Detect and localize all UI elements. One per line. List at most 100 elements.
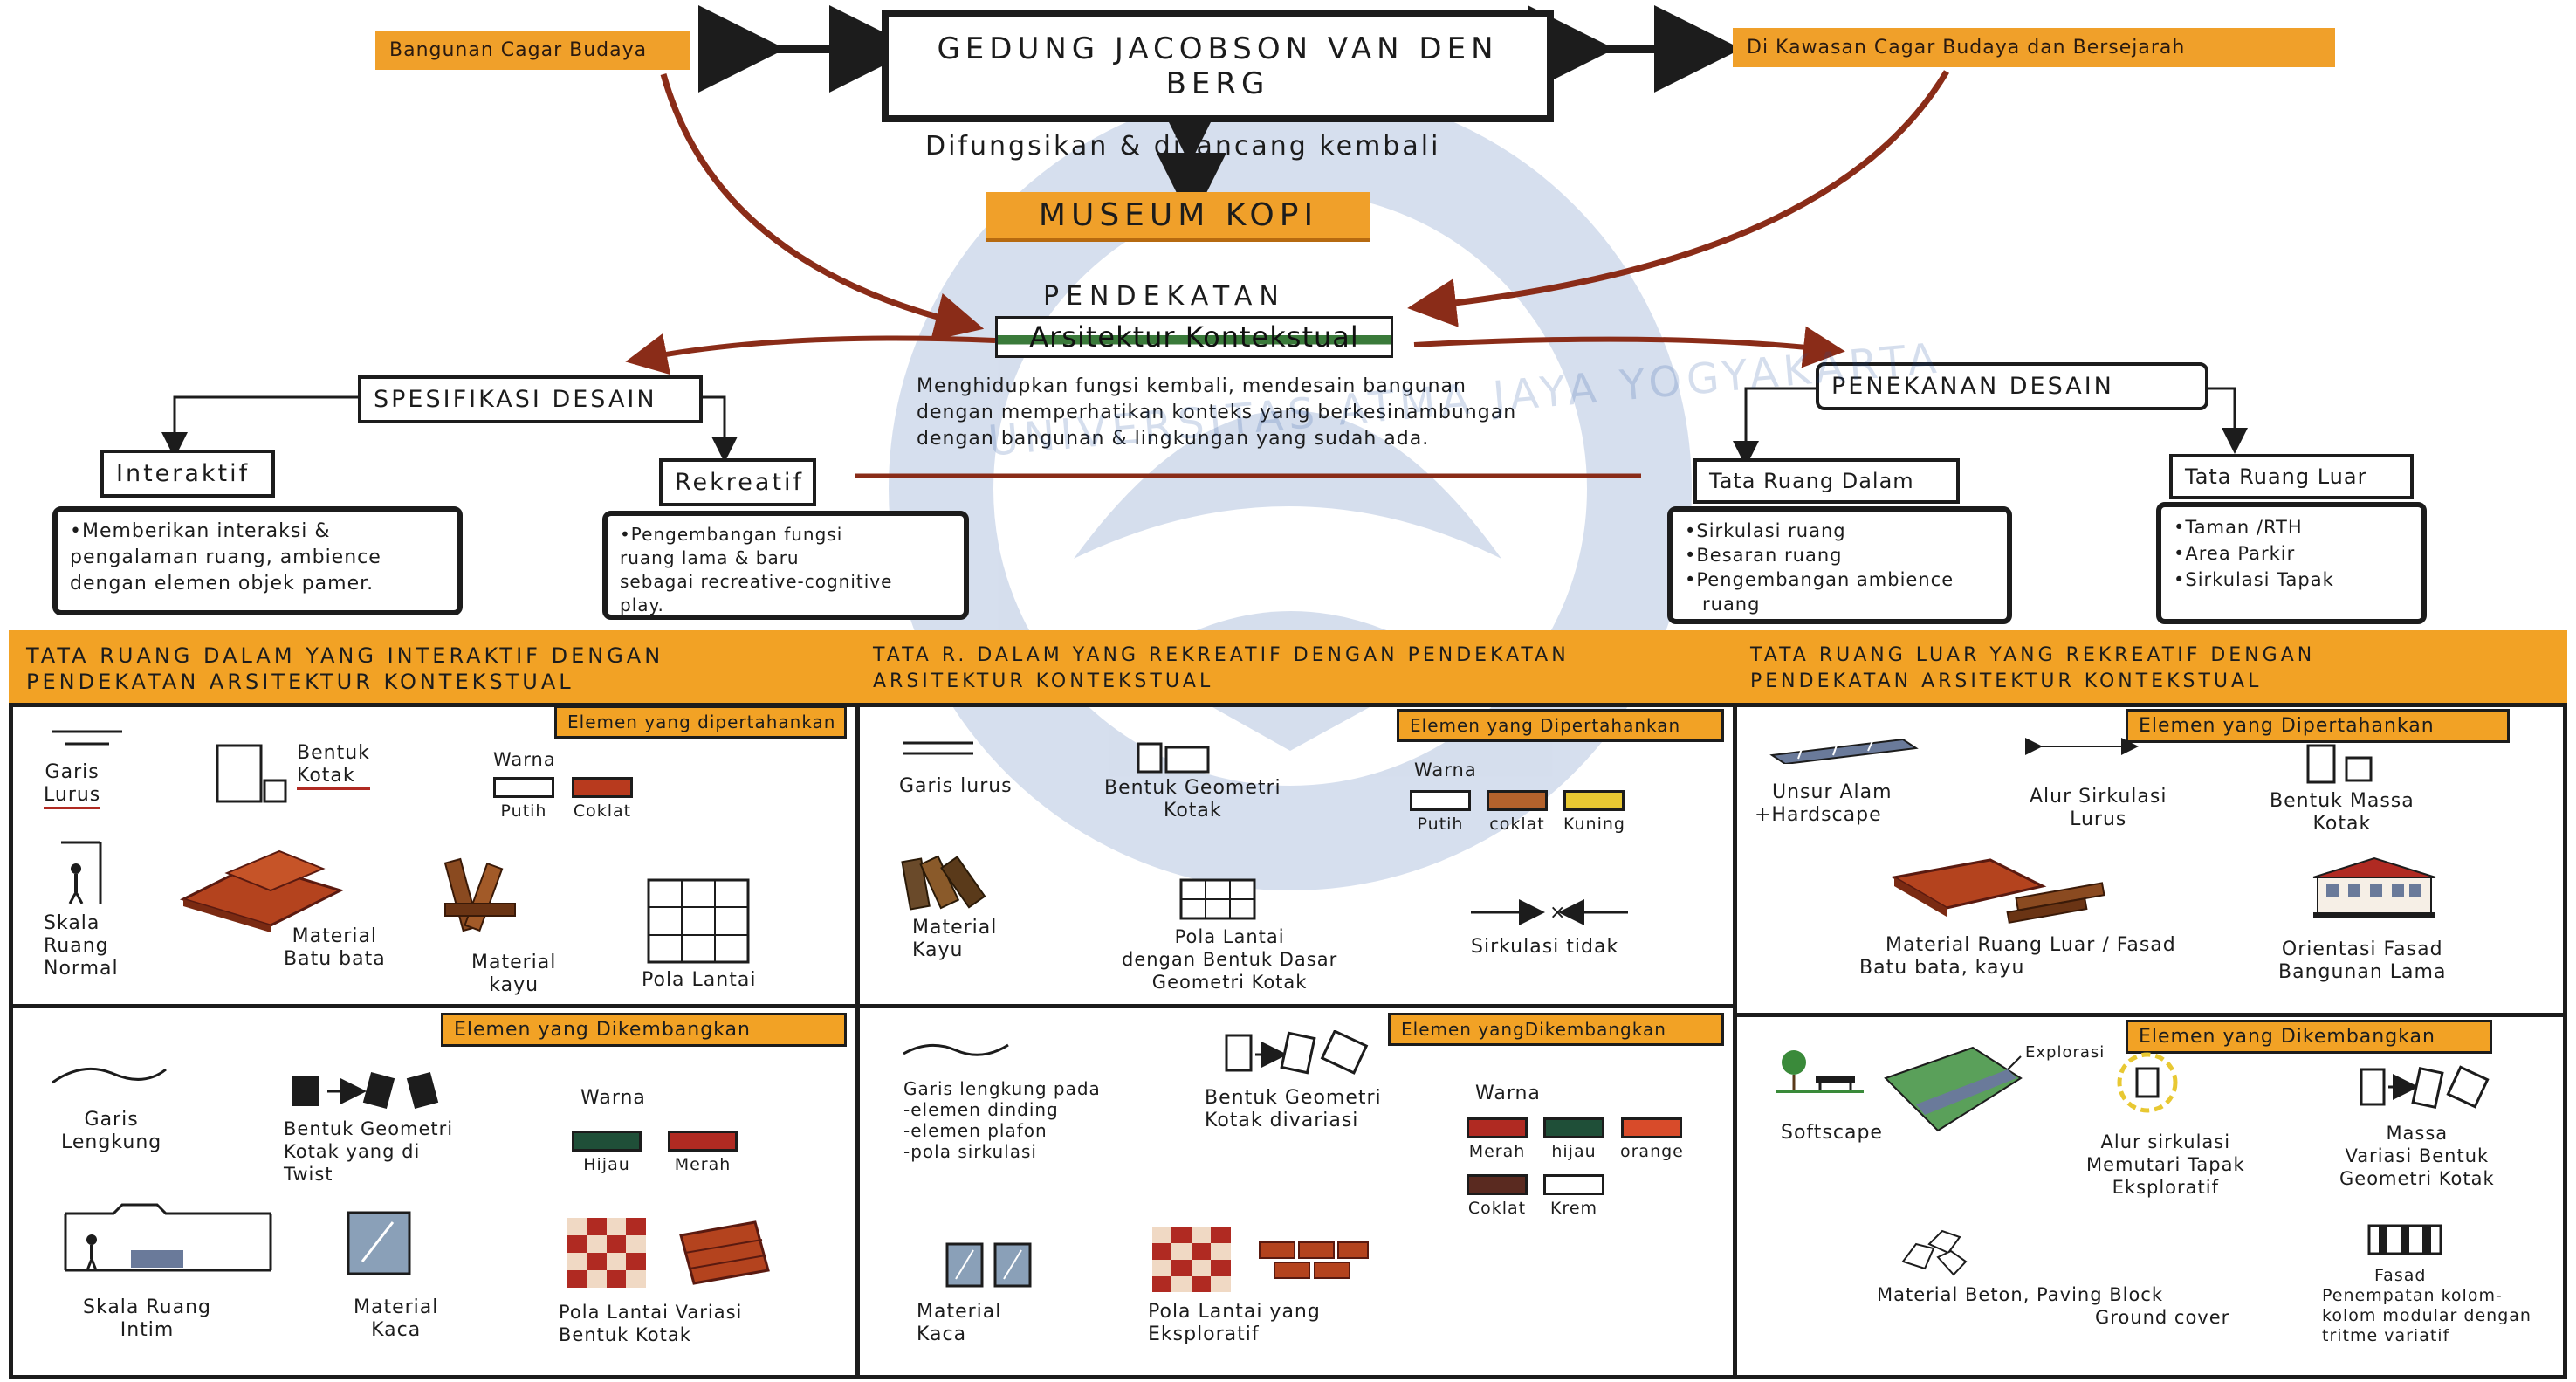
- hardscape-icon: [1769, 738, 1919, 764]
- brick-wood-material-icon: [1890, 858, 2105, 924]
- panel3-divider: [1733, 1013, 2567, 1017]
- label-line: Memutari Tapak: [2086, 1154, 2245, 1175]
- dalam-line: •Pengembangan ambience: [1685, 569, 1954, 590]
- softscape-label: Softscape: [1781, 1122, 1883, 1144]
- glass-material-icon: [945, 1242, 1032, 1288]
- panel1-dev-swatches: Hijau Merah: [572, 1131, 738, 1174]
- site-plan-icon: [1884, 1046, 2023, 1132]
- luar-line: •Taman /RTH: [2174, 517, 2303, 538]
- panel2-divider: [855, 1004, 1737, 1008]
- bentuk-twist-label: Bentuk Geometri Kotak yang di Twist: [284, 1117, 453, 1186]
- to-spec-arrow: [625, 333, 996, 375]
- label-line: Bentuk: [297, 742, 370, 764]
- swatch-coklat: Coklat: [572, 777, 633, 821]
- brick-pattern-icon: [1259, 1241, 1369, 1279]
- rekreatif-line: sebagai recreative-cognitive: [620, 571, 893, 592]
- label-line: Garis: [45, 761, 100, 783]
- panel3-dev-tag: Elemen yang Dikembangkan: [2126, 1020, 2492, 1054]
- panel2-dev-swatches-row1: Merah hijau orange: [1467, 1117, 1684, 1161]
- swatch-coklat: Coklat: [1467, 1174, 1528, 1218]
- swatch-color: [1543, 1174, 1604, 1195]
- label-line: -elemen plafon: [903, 1120, 1048, 1141]
- straight-line-icon: [903, 741, 973, 755]
- to-emphasis-arrow: [1413, 326, 1845, 368]
- label-line: Kotak: [1164, 800, 1222, 822]
- bentuk-kotak-label: Bentuk Kotak: [297, 742, 370, 790]
- label-line: Bentuk Massa: [2270, 790, 2415, 812]
- swatch-color: [1621, 1117, 1683, 1138]
- luar-line: •Area Parkir: [2174, 543, 2296, 564]
- swatch-label: Merah: [674, 1155, 732, 1174]
- label-line: Material: [354, 1296, 439, 1318]
- swatch-color: [1410, 790, 1471, 811]
- brick-wall-icon: [679, 1220, 770, 1285]
- label-line: Intim: [120, 1319, 175, 1341]
- swatch-color: [668, 1131, 738, 1152]
- rekreatif-label: Rekreatif: [659, 458, 816, 506]
- facade-column-icon: [2367, 1224, 2442, 1255]
- label-line: Kaca: [917, 1324, 967, 1345]
- swatch-label: Coklat: [1467, 1199, 1527, 1218]
- spec-tree-right: [703, 395, 738, 463]
- box-shape-icon: [216, 744, 287, 803]
- swatch-color: [1563, 790, 1625, 811]
- label-line: Lurus: [44, 784, 101, 809]
- subtitle: Difungsikan & dirancang kembali: [925, 131, 1441, 162]
- label-line: Orientasi Fasad: [2281, 939, 2443, 960]
- spec-tree-left: [161, 395, 358, 458]
- label-line: Massa: [2386, 1123, 2449, 1144]
- swatch-orange: orange: [1620, 1117, 1684, 1161]
- panel2-header-line: ARSITEKTUR KONTEKSTUAL: [873, 670, 1214, 692]
- interaktif-line: •Memberikan interaksi &: [70, 520, 331, 542]
- pola-variasi-label: Pola Lantai Variasi Bentuk Kotak: [559, 1301, 742, 1346]
- sirkulasi-label: Sirkulasi tidak: [1471, 936, 1619, 958]
- swatch-hijau: Hijau: [572, 1131, 642, 1174]
- label-line: Twist: [284, 1164, 333, 1185]
- unsur-alam-label: Unsur Alam +Hardscape: [1755, 781, 1893, 827]
- label-line: Kaca: [371, 1319, 422, 1341]
- rekreatif-desc: •Pengembangan fungsi ruang lama & baru s…: [602, 511, 969, 620]
- swatch-putih: Putih: [493, 777, 554, 821]
- bentuk-massa-label: Bentuk Massa Kotak: [2270, 790, 2415, 835]
- swatch-label: Hijau: [583, 1155, 630, 1174]
- panel1-kept-tag: Elemen yang dipertahankan: [554, 705, 847, 739]
- material-beton-label: Material Beton, Paving Block Ground cove…: [1877, 1283, 2229, 1329]
- approach-desc-line: dengan bangunan & lingkungan yang sudah …: [917, 428, 1430, 450]
- swatch-merah: Merah: [668, 1131, 738, 1174]
- panel1-header: TATA RUANG DALAM YANG INTERAKTIF DENGAN …: [9, 630, 860, 707]
- interaktif-label: Interaktif: [100, 450, 275, 498]
- checker-floor-icon: [567, 1218, 646, 1288]
- wood-material-icon: [443, 857, 516, 932]
- swatch-label: Krem: [1549, 1199, 1598, 1218]
- label-line: Geometri Kotak: [1151, 972, 1308, 993]
- panel1-dev-tag: Elemen yang Dikembangkan: [441, 1013, 847, 1047]
- panel2-header: TATA R. DALAM YANG REKREATIF DENGAN PEND…: [855, 630, 1737, 707]
- dalam-line: ruang: [1702, 594, 1761, 615]
- label-line: tritme variatif: [2322, 1326, 2450, 1345]
- swatch-color: [572, 1131, 642, 1152]
- swatch-label: hijau: [1551, 1142, 1597, 1161]
- label-line: Bentuk Geometri: [1104, 777, 1281, 799]
- right-tag: Di Kawasan Cagar Budaya dan Bersejarah: [1733, 28, 2335, 67]
- label-line: Kotak yang di: [284, 1141, 421, 1162]
- eksplorasi-label: Explorasi: [2025, 1043, 2105, 1062]
- spec-title: SPESIFIKASI DESAIN: [358, 375, 703, 423]
- varied-mass-icon: [2360, 1065, 2490, 1110]
- pola-dasar-label: Pola Lantai dengan Bentuk Dasar Geometri…: [1122, 925, 1337, 994]
- material-luar-label: Material Ruang Luar / Fasad Batu bata, k…: [1859, 934, 2176, 980]
- wood-material-icon: [901, 855, 986, 911]
- label-line: Ruang: [44, 935, 109, 957]
- warna-label: Warna: [493, 749, 556, 770]
- left-curve-arrow: [660, 73, 985, 341]
- left-tag: Bangunan Cagar Budaya: [375, 31, 690, 70]
- label-line: Garis: [84, 1109, 139, 1131]
- garis-lengkung-label: Garis lengkung pada -elemen dinding -ele…: [903, 1078, 1101, 1162]
- label-line: +Hardscape: [1755, 804, 1882, 826]
- label-line: Variasi Bentuk: [2345, 1145, 2490, 1166]
- label-line: Unsur Alam: [1772, 781, 1893, 803]
- curve-line-icon: [903, 1043, 1009, 1056]
- brick-material-icon: [179, 849, 345, 932]
- floor-grid-icon: [647, 878, 750, 964]
- softscape-icon: [1776, 1050, 1864, 1093]
- straight-line-icon: [52, 730, 122, 746]
